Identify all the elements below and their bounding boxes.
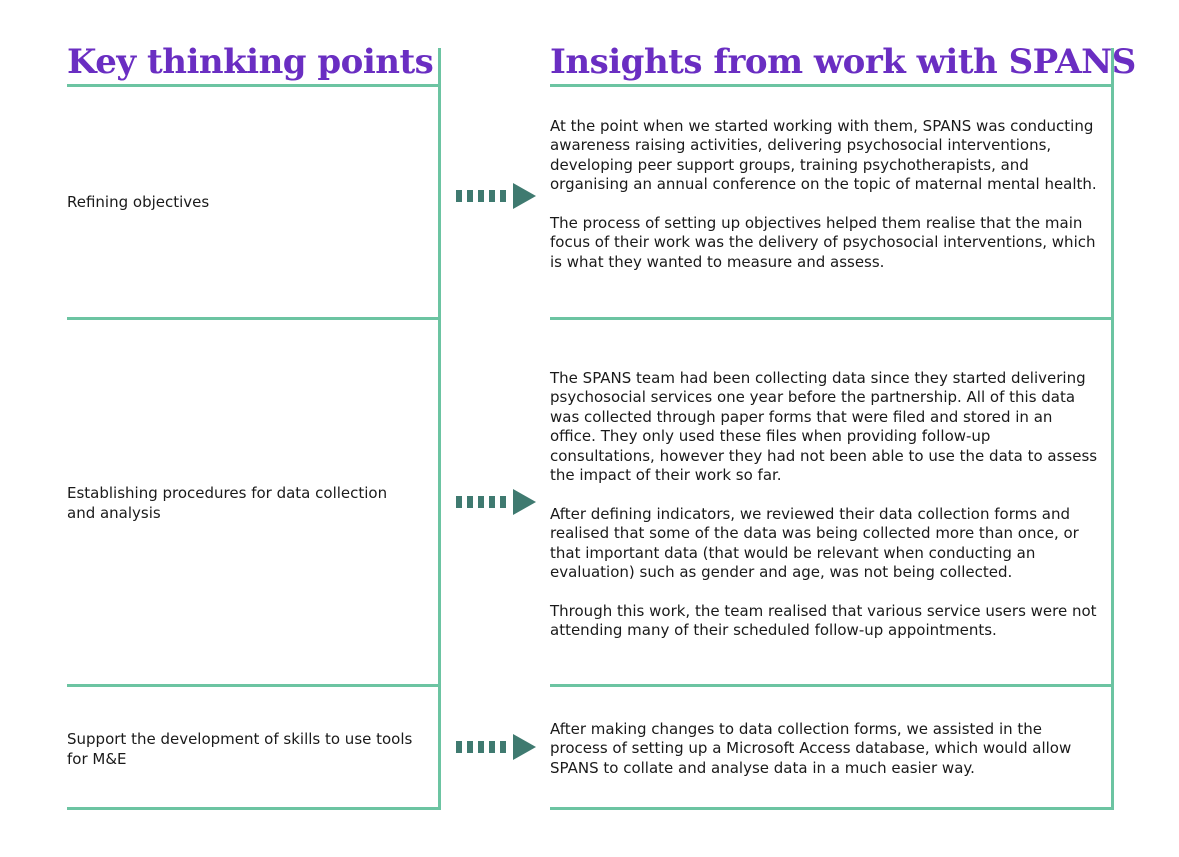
insight-data-procedures: The SPANS team had been collecting data … [550,369,1098,641]
thinking-point-data-procedures: Establishing procedures for data collect… [67,484,388,522]
left-bottom-rule [67,807,441,810]
insight-paragraph: Through this work, the team realised tha… [550,601,1097,640]
left-column-vertical-rule [438,48,441,810]
insight-paragraph: The SPANS team had been collecting data … [550,369,1098,485]
insight-me-skills: After making changes to data collection … [550,720,1098,778]
insight-refining-objectives: At the point when we started working wit… [550,117,1098,272]
right-header-rule [550,84,1114,87]
right-row-2-divider [550,684,1114,687]
dashed-arrow-icon [456,183,536,209]
insight-paragraph: The process of setting up objectives hel… [550,214,1096,271]
right-bottom-rule [550,807,1114,810]
right-column-vertical-rule [1111,48,1114,810]
left-row-1-divider [67,317,441,320]
key-thinking-points-heading: Key thinking points [67,42,434,82]
right-row-1-divider [550,317,1114,320]
dashed-arrow-icon [456,734,536,760]
insights-heading: Insights from work with SPANS [550,42,1136,82]
thinking-point-me-skills: Support the development of skills to use… [67,730,413,768]
insight-paragraph: After making changes to data collection … [550,720,1072,777]
insight-paragraph: At the point when we started working wit… [550,117,1097,194]
left-header-rule [67,84,441,87]
dashed-arrow-icon [456,489,536,515]
left-row-2-divider [67,684,441,687]
thinking-point-refining-objectives: Refining objectives [67,193,210,211]
insight-paragraph: After defining indicators, we reviewed t… [550,504,1079,582]
